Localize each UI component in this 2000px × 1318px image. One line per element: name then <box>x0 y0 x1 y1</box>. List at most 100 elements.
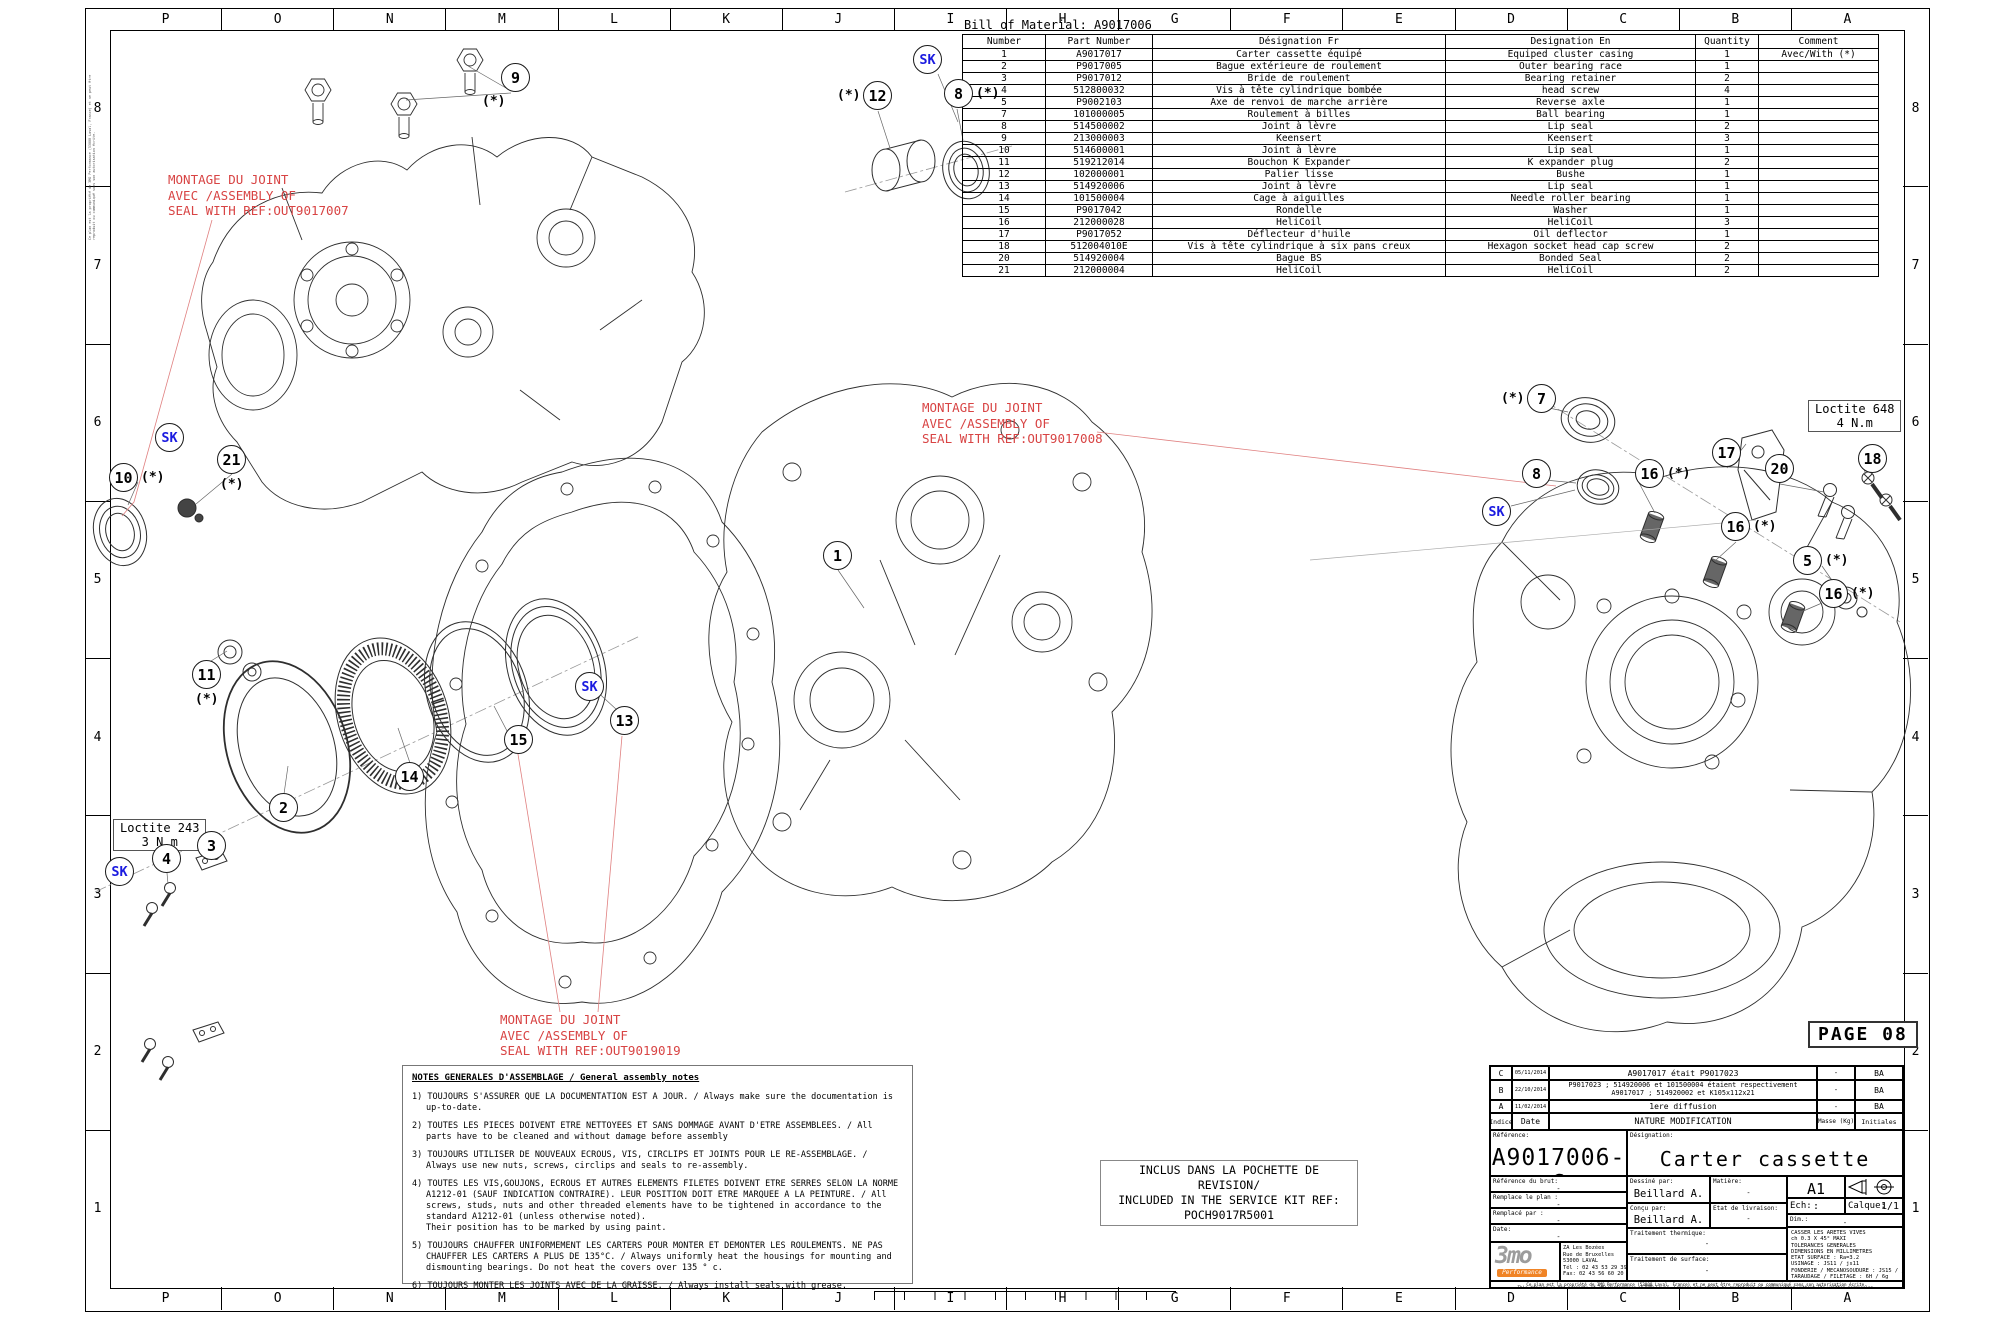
small-parts <box>140 139 1902 1081</box>
callout-balloon-21: 21 <box>217 445 246 474</box>
scale-label: Ech: <box>1790 1201 1812 1211</box>
zone-label-5: 5 <box>85 500 110 658</box>
replaced-by-value: - <box>1556 1217 1561 1224</box>
seal-assembly-note-2: MONTAGE DU JOINT AVEC /ASSEMBLY OF SEAL … <box>922 400 1103 446</box>
bom-cell: 1 <box>1695 96 1759 109</box>
company-tagline: Performance <box>1497 1269 1547 1277</box>
callout-balloon-16: 16 <box>1721 512 1750 541</box>
callout-balloon-16: 16 <box>1819 579 1848 608</box>
date-value: - <box>1556 1233 1561 1241</box>
bom-cell: P9002103 <box>1045 96 1153 109</box>
bom-cell: Avec/With (*) <box>1758 48 1879 61</box>
bom-title: Bill of Material: A9017006 <box>964 18 1152 32</box>
seal-assembly-note-1: MONTAGE DU JOINT AVEC /ASSEMBLY OF SEAL … <box>168 172 349 218</box>
sheet-outer-border <box>85 8 1930 1312</box>
revision-index: C <box>1490 1066 1512 1080</box>
bom-cell: P9017042 <box>1045 204 1153 217</box>
layer-cell: Calque: 1/1 <box>1845 1198 1903 1214</box>
zone-label-e: E <box>1342 1287 1454 1310</box>
bom-cell: 16 <box>962 216 1046 229</box>
bom-header-0: Number <box>962 34 1046 49</box>
replaces-value: - <box>1556 1201 1561 1208</box>
bom-cell <box>1758 84 1879 97</box>
bom-cell: 1 <box>1695 204 1759 217</box>
company-logo: 3mo <box>1495 1243 1533 1269</box>
bom-cell: 1 <box>1695 168 1759 181</box>
notes-title: NOTES GENERALES D'ASSEMBLAGE / General a… <box>412 1073 700 1083</box>
bom-cell: Equiped cluster casing <box>1445 48 1696 61</box>
bom-header-1: Part Number <box>1045 34 1153 49</box>
bom-cell: 213000003 <box>1045 132 1153 145</box>
zone-label-j: J <box>781 8 894 30</box>
zone-label-c: C <box>1566 8 1679 30</box>
bom-cell <box>1758 168 1879 181</box>
bom-cell <box>1758 96 1879 109</box>
left-casing-view <box>201 48 705 510</box>
bom-cell: 101000005 <box>1045 108 1153 121</box>
loctite-note-top-right: Loctite 648 4 N.m <box>1808 400 1902 432</box>
bom-cell: Reverse axle <box>1445 96 1696 109</box>
bom-cell <box>1758 192 1879 205</box>
zone-label-o: O <box>221 1287 333 1310</box>
zone-label-6: 6 <box>1903 343 1928 501</box>
bom-cell: 1 <box>1695 60 1759 73</box>
spare-part-star: (*) <box>1753 519 1777 534</box>
designed-by-value: Beillard A. <box>1633 1214 1704 1226</box>
bom-cell: 21 <box>962 264 1046 277</box>
bom-header-3: Designation En <box>1445 34 1696 49</box>
sheet-size-cell: A1 <box>1787 1176 1845 1198</box>
bom-cell: 1 <box>1695 180 1759 193</box>
bom-cell: 8 <box>962 120 1046 133</box>
legal-line-en: This drawing is the property of 3MO Perf… <box>1517 1285 1876 1288</box>
legal-line-fr: Ce plan est la propriété de 3MO Performa… <box>1526 1281 1867 1287</box>
bom-cell <box>1758 156 1879 169</box>
bom-cell: 3 <box>1695 132 1759 145</box>
bom-header-2: Désignation Fr <box>1152 34 1446 49</box>
heat-treatment-cell: Traitement thermique: - <box>1627 1228 1787 1254</box>
zone-label-6: 6 <box>85 343 110 501</box>
bom-cell: 13 <box>962 180 1046 193</box>
bom-cell: Bague BS <box>1152 252 1446 265</box>
bom-cell: Keensert <box>1152 132 1446 145</box>
spare-part-star: (*) <box>1825 553 1849 568</box>
assembly-note-6: 6) TOUJOURS MONTER LES JOINTS AVEC DE LA… <box>412 1281 847 1291</box>
callout-balloon-3: 3 <box>197 831 226 860</box>
bom-cell: 1 <box>1695 108 1759 121</box>
zone-label-a: A <box>1790 8 1903 30</box>
service-kit-line-2: POCH9017R5001 <box>1183 1208 1274 1222</box>
center-casing-view <box>708 382 1153 902</box>
seal-assembly-note-3: MONTAGE DU JOINT AVEC /ASSEMBLY OF SEAL … <box>500 1012 681 1058</box>
bom-cell: 20 <box>962 252 1046 265</box>
callout-balloon-14: 14 <box>395 762 424 791</box>
revision-initials: BA <box>1855 1100 1903 1113</box>
revision-header-index: Indice <box>1490 1113 1512 1130</box>
bom-cell: Axe de renvoi de marche arrière <box>1152 96 1446 109</box>
revision-modification: A9017017 était P9017023 <box>1549 1066 1817 1080</box>
bom-cell: 212000028 <box>1045 216 1153 229</box>
address-line-4: Fax: 02 43 56 60 20 <box>1563 1271 1624 1278</box>
revision-mass: - <box>1817 1080 1855 1100</box>
heat-treatment-value: - <box>1704 1240 1710 1248</box>
revision-header-initials: Initiales <box>1855 1113 1903 1130</box>
legal-cell: Ce plan est la propriété de 3MO Performa… <box>1490 1281 1903 1288</box>
bom-cell <box>1758 252 1879 265</box>
bom-cell: Déflecteur d'huile <box>1152 228 1446 241</box>
service-kit-badge: SK <box>1482 497 1511 526</box>
spare-part-star: (*) <box>976 86 1000 101</box>
zone-label-n: N <box>333 8 445 30</box>
service-kit-badge: SK <box>105 857 134 886</box>
bom-cell: Lip seal <box>1445 180 1696 193</box>
replaced-by-cell: Remplacé par : - <box>1490 1208 1627 1224</box>
zone-label-b: B <box>1678 1287 1791 1310</box>
bom-cell: 1 <box>1695 48 1759 61</box>
date-label: Date: <box>1493 1226 1512 1233</box>
revision-date: 22/10/2014 <box>1512 1080 1549 1100</box>
